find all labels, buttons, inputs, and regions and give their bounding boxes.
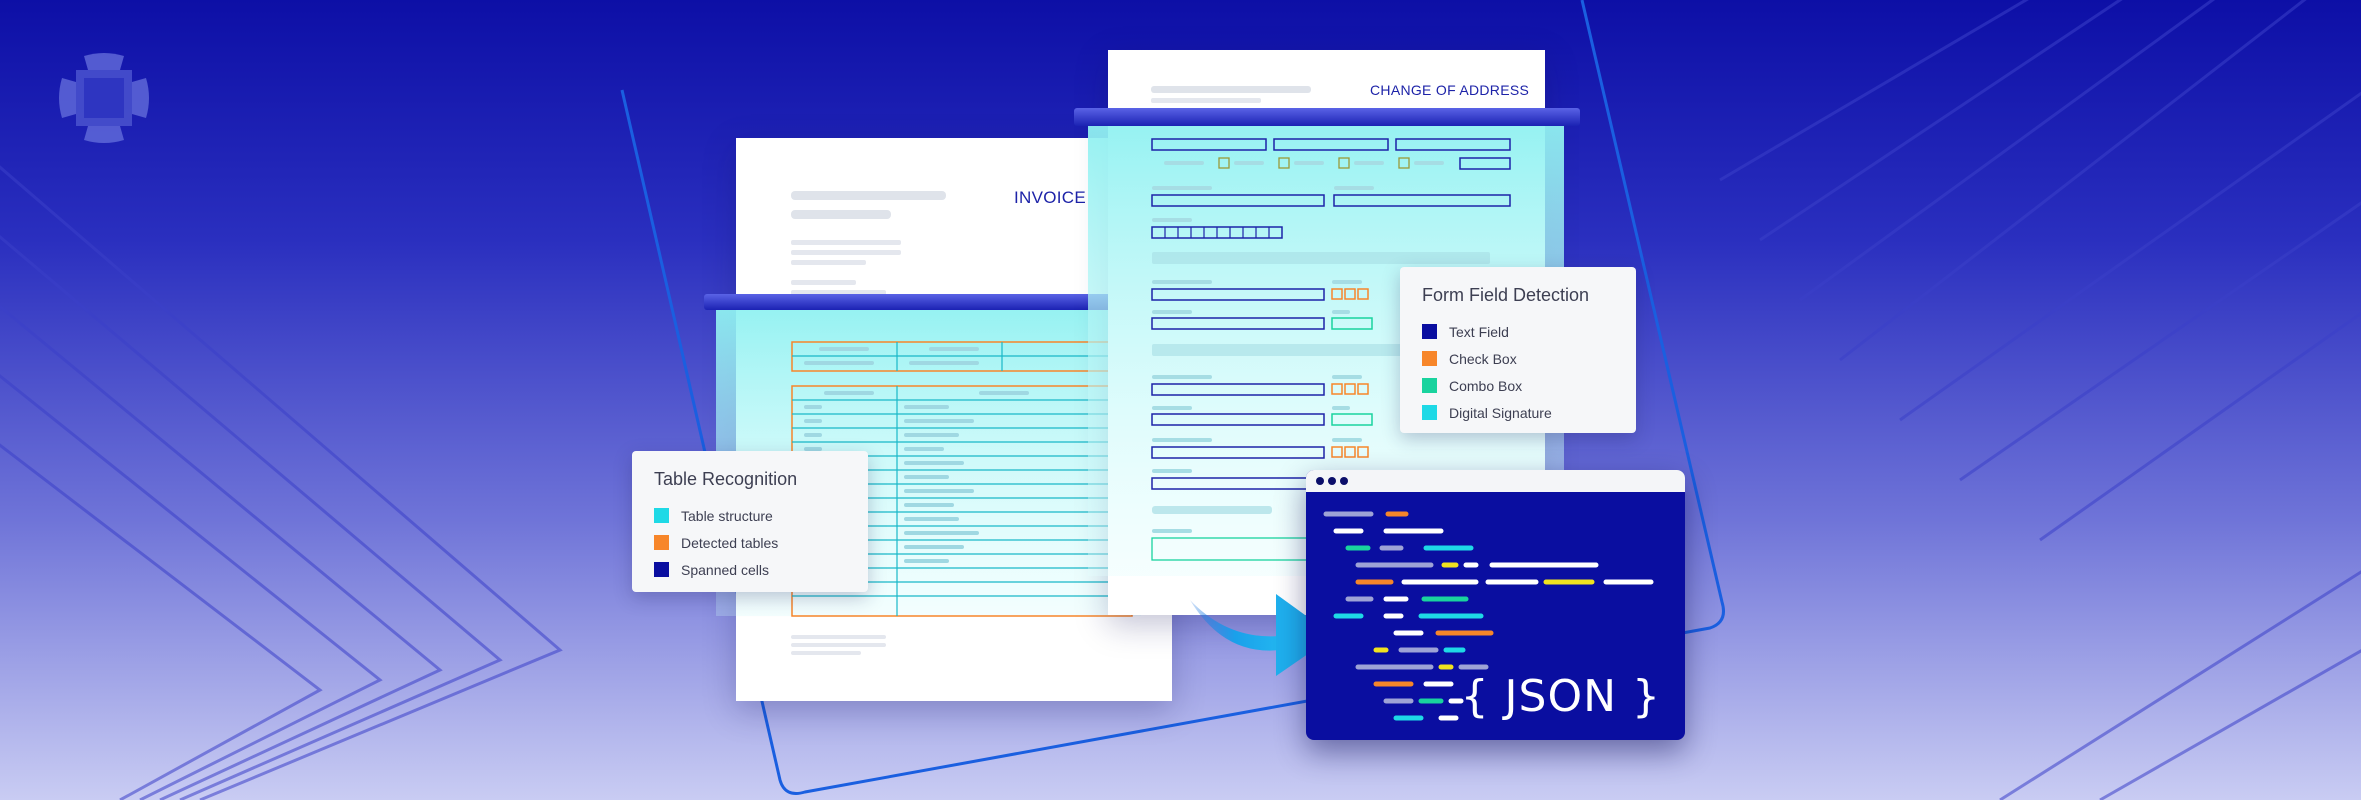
legend-item-spanned-cells: Spanned cells [654, 556, 846, 583]
form-field-detection-legend: Form Field Detection Text Field Check Bo… [1400, 267, 1636, 433]
legend-item-label: Check Box [1449, 350, 1517, 367]
legend-item-label: Text Field [1449, 323, 1509, 340]
legend-item-label: Table structure [681, 507, 773, 524]
combo-box-swatch [1422, 378, 1437, 393]
brand-logo-icon[interactable] [54, 48, 154, 148]
table-structure-swatch [654, 508, 669, 523]
legend-item-label: Spanned cells [681, 561, 769, 578]
legend-item-table-structure: Table structure [654, 502, 846, 529]
window-dot-icon [1316, 477, 1324, 485]
form-field-detection-title: Form Field Detection [1422, 285, 1590, 305]
code-lines [1323, 511, 1654, 721]
invoice-title: INVOICE [1014, 188, 1087, 207]
window-dot-icon [1340, 477, 1348, 485]
change-of-address-body [1151, 86, 1311, 103]
detected-tables-swatch [654, 535, 669, 550]
window-dot-icon [1328, 477, 1336, 485]
legend-item-check-box: Check Box [1422, 345, 1614, 372]
legend-item-text-field: Text Field [1422, 318, 1614, 345]
legend-item-label: Digital Signature [1449, 404, 1552, 421]
legend-item-label: Detected tables [681, 534, 779, 551]
text-field-swatch [1422, 324, 1437, 339]
window-title-bar [1306, 470, 1685, 492]
legend-item-digital-signature: Digital Signature [1422, 399, 1614, 426]
json-code-window: { JSON } [1306, 470, 1685, 740]
legend-item-label: Combo Box [1449, 377, 1523, 394]
change-of-address-title: CHANGE OF ADDRESS [1370, 82, 1530, 98]
legend-item-detected-tables: Detected tables [654, 529, 846, 556]
json-label: { JSON } [1460, 671, 1661, 722]
spanned-cells-swatch [654, 562, 669, 577]
check-box-swatch [1422, 351, 1437, 366]
digital-signature-swatch [1422, 405, 1437, 420]
legend-item-combo-box: Combo Box [1422, 372, 1614, 399]
table-recognition-title: Table Recognition [654, 469, 798, 489]
invoice-body [791, 191, 946, 655]
arrow-right-icon [1190, 594, 1334, 676]
table-recognition-legend: Table Recognition Table structure Detect… [632, 451, 868, 592]
